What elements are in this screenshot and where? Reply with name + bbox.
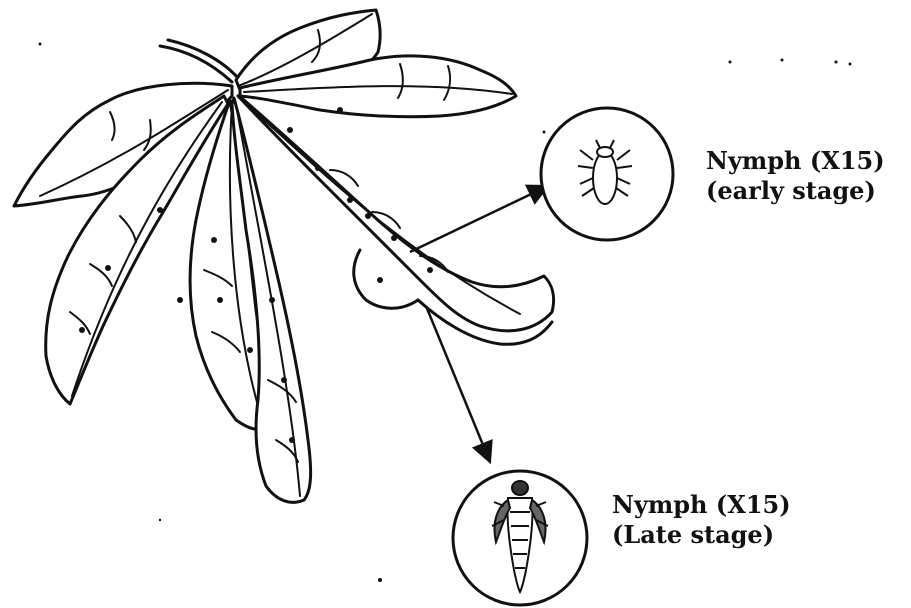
arrow-to-early-nymph — [410, 186, 548, 252]
late-nymph-name: Nymph (X15) — [612, 490, 791, 520]
early-nymph-callout — [541, 108, 673, 240]
late-nymph-stage: (Late stage) — [612, 520, 791, 550]
leaf-illustration — [14, 10, 554, 502]
leaf-lobe-right-curled — [238, 96, 554, 331]
late-nymph-callout — [453, 471, 587, 605]
late-nymph-label: Nymph (X15) (Late stage) — [612, 490, 791, 550]
early-nymph-stage: (early stage) — [706, 176, 885, 206]
early-nymph-label: Nymph (X15) (early stage) — [706, 146, 885, 206]
early-nymph-name: Nymph (X15) — [706, 146, 885, 176]
